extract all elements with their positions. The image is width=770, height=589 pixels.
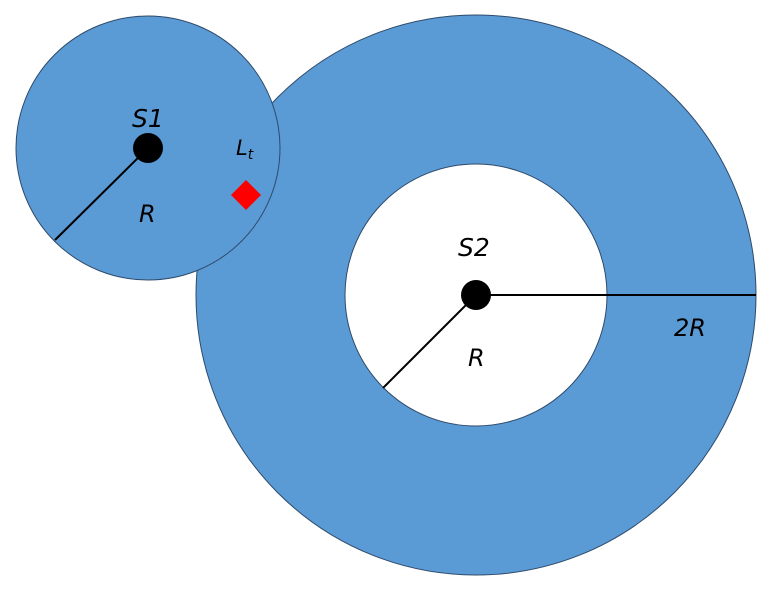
s2-inner-radius-line (382, 294, 477, 389)
lt-subscript: t (248, 147, 254, 163)
s2-outer-radius-label: 2R (674, 314, 706, 342)
s2-inner-radius-label: R (468, 344, 485, 372)
s2-node (461, 280, 491, 310)
lt-label: Lt (236, 136, 254, 163)
red-diamond-icon (231, 180, 261, 210)
lt-main: L (236, 136, 248, 160)
s1-node (133, 133, 163, 163)
s1-radius-line (54, 147, 149, 241)
s1-radius-label: R (139, 200, 156, 228)
s1-label: S1 (132, 104, 164, 133)
s2-label: S2 (458, 233, 490, 262)
